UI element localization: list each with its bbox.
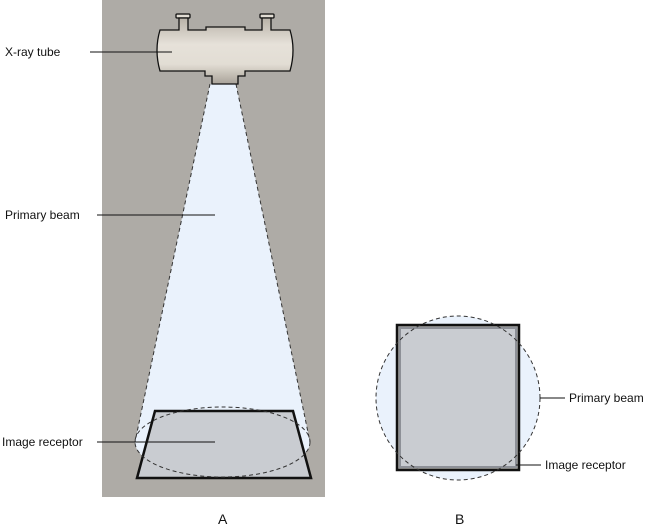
- image-receptor: [135, 409, 313, 480]
- label-image-receptor-b: Image receptor: [545, 458, 626, 472]
- label-image-receptor-a: Image receptor: [2, 435, 83, 449]
- exposed-area: [399, 327, 517, 468]
- label-primary-beam-b: Primary beam: [569, 391, 644, 405]
- x-ray-tube: [156, 13, 294, 85]
- label-primary-beam-a: Primary beam: [5, 208, 80, 222]
- caption-b: B: [455, 511, 464, 527]
- primary-beam-cone: [134, 83, 311, 477]
- label-x-ray-tube: X-ray tube: [5, 45, 61, 59]
- panel-a: [90, 0, 325, 497]
- panel-b: [375, 315, 565, 481]
- caption-a: A: [218, 511, 228, 527]
- beam-field-ellipse: [134, 406, 311, 478]
